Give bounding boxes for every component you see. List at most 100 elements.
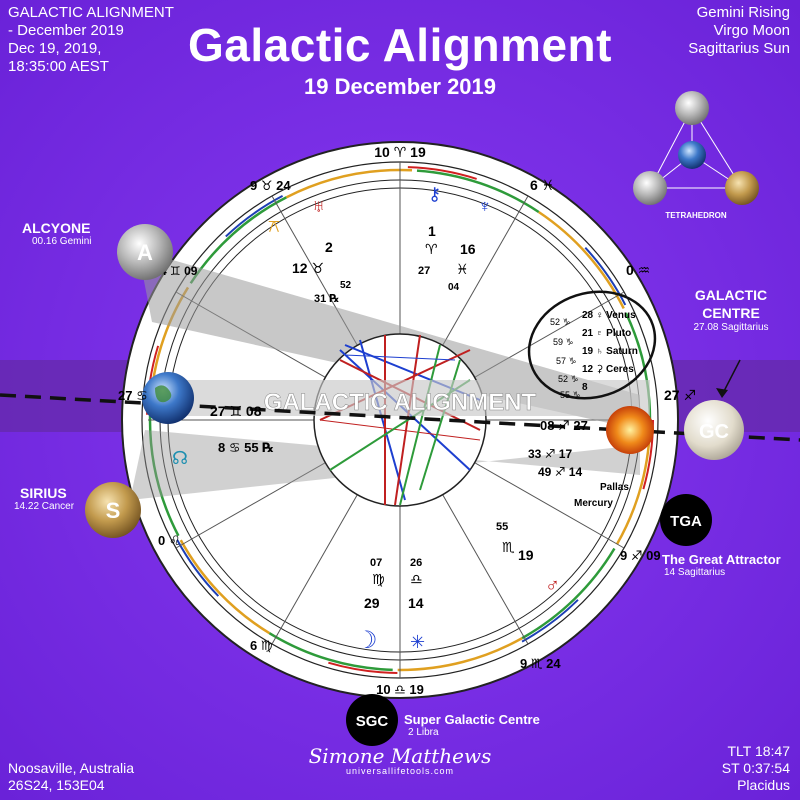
svg-text:33 ♐ 17: 33 ♐ 17 — [528, 447, 572, 461]
pisces-block: 16 ♓ 04 — [448, 241, 476, 293]
stellium-list: 28 ♀ Venus 21 ♇ Pluto 19 ♄ Saturn 12 ⚳ C… — [582, 310, 638, 393]
svg-text:2: 2 — [325, 239, 333, 255]
cusp-7-asc: 27 ♋ — [118, 388, 148, 403]
tetrahedron-label: TETRAHEDRON — [665, 211, 727, 220]
author-signature: Simone Matthews universallifetools.com — [0, 744, 800, 776]
pallas-mercury-block: 33 ♐ 17 49 ♐ 14 Pallas Mercury — [528, 447, 629, 509]
chiron-icon: ⚷ — [428, 184, 441, 204]
sun-degree: 08 ♐ 27 — [540, 418, 588, 433]
super-galactic-label: Super Galactic Centre 2 Libra — [404, 712, 540, 738]
page-subtitle: 19 December 2019 — [303, 74, 497, 99]
svg-text:♓: ♓ — [456, 261, 469, 277]
sun-icon — [606, 406, 654, 454]
great-attractor-badge — [660, 494, 712, 546]
aries-block: 1 ♈ 27 — [418, 223, 438, 277]
alcyone-badge — [117, 224, 173, 280]
svg-text:26: 26 — [410, 557, 422, 569]
location-info: Noosaville, Australia 26S24, 153E04 — [8, 760, 135, 793]
svg-text:♈: ♈ — [425, 241, 438, 257]
cusp-1-desc: 27 ♐ — [664, 387, 696, 403]
svg-text:52 ♑: 52 ♑ — [558, 374, 579, 384]
ascendant-label: 27 ♊ 08 — [210, 403, 262, 419]
sgc-badge-text: SGC — [356, 713, 389, 730]
svg-text:27: 27 — [418, 265, 430, 277]
virgo-block: 07 ♍ 29 — [364, 557, 385, 611]
svg-text:55 ♑: 55 ♑ — [560, 390, 581, 400]
jupiter-icon: ✳ — [410, 632, 425, 652]
svg-text:52 ♑: 52 ♑ — [550, 317, 571, 327]
chart-info-top-left: GALACTIC ALIGNMENT - December 2019 Dec 1… — [8, 4, 174, 75]
rising-sign: Gemini Rising — [696, 4, 790, 21]
svg-text:♎: ♎ — [410, 571, 423, 587]
element-ring-red — [146, 166, 654, 674]
sun-sign: Sagittarius Sun — [688, 40, 790, 57]
great-attractor-label: The Great Attractor 14 Sagittarius — [662, 552, 781, 578]
svg-text:57 ♑: 57 ♑ — [556, 356, 577, 366]
scorpio-block: 55 ♏ 19 — [496, 521, 534, 563]
svg-text:Mercury: Mercury — [574, 498, 613, 509]
tga-badge-text: TGA — [670, 513, 702, 530]
svg-text:16: 16 — [460, 241, 476, 257]
uranus-icon: ♅ — [312, 196, 326, 216]
alcyone-badge-text: A — [137, 240, 153, 265]
svg-text:1: 1 — [428, 223, 436, 239]
author-url: universallifetools.com — [345, 766, 455, 776]
page-title: Galactic Alignment — [188, 19, 612, 71]
svg-text:♏: ♏ — [502, 539, 515, 555]
svg-text:04: 04 — [448, 282, 460, 293]
sagittarius-glyph-icon: ⚻ — [268, 216, 280, 236]
svg-text:12 ⚳ Ceres: 12 ⚳ Ceres — [582, 364, 634, 375]
sirius-badge — [85, 482, 141, 538]
svg-text:19: 19 — [518, 547, 534, 563]
galactic-centre-label: GALACTIC CENTRE 27.08 Sagittarius — [693, 287, 769, 333]
tetrahedron-graphic: TETRAHEDRON — [633, 91, 759, 220]
cusp-11: 6 ♓ — [530, 177, 554, 193]
moon-sign: Virgo Moon — [713, 22, 790, 39]
svg-text:49 ♐ 14: 49 ♐ 14 — [538, 465, 582, 479]
neptune-icon: ♆ — [478, 196, 492, 216]
svg-text:07: 07 — [370, 557, 382, 569]
moon-icon: ☽ — [356, 627, 378, 654]
cusp-3: 9 ♏ 24 — [520, 656, 561, 671]
cusp-8: 4 ♊ 09 — [160, 264, 198, 278]
cusp-6: 0 ♌ — [158, 533, 181, 548]
galactic-centre-badge — [684, 400, 744, 460]
svg-text:59 ♑: 59 ♑ — [553, 337, 574, 347]
stellium-degrees: 52 ♑ 59 ♑ 57 ♑ 52 ♑ 55 ♑ — [550, 317, 581, 400]
aspect-circle — [313, 333, 487, 507]
chart-info-top-right: Gemini Rising Virgo Moon Sagittarius Sun — [688, 4, 790, 58]
svg-text:12 ♉: 12 ♉ — [292, 260, 324, 276]
time-info: TLT 18:47 ST 0:37:54 Placidus — [721, 743, 790, 793]
libra-block: 26 ♎ 14 — [408, 557, 424, 611]
cusp-9: 9 ♉ 24 — [250, 178, 291, 193]
svg-text:♍: ♍ — [372, 571, 385, 587]
super-galactic-badge — [346, 694, 398, 746]
svg-text:31 ℞: 31 ℞ — [314, 293, 339, 305]
alignment-band — [150, 380, 650, 416]
taurus-block: 2 12 ♉ 52 31 ℞ — [292, 239, 352, 305]
cusp-2: 9 ♐ 09 — [620, 548, 661, 563]
svg-text:52: 52 — [340, 280, 352, 291]
cusp-10: 10 ♈ 19 — [374, 144, 426, 160]
cusp-12: 0 ♒ — [626, 262, 650, 278]
gc-badge-text: GC — [699, 421, 729, 443]
svg-text:28 ♀ Venus: 28 ♀ Venus — [582, 310, 636, 321]
svg-text:29: 29 — [364, 595, 380, 611]
gc-pointer-arrow — [721, 359, 741, 396]
stellium-highlight — [527, 290, 657, 400]
sirius-label: SIRIUS 14.22 Cancer — [14, 485, 75, 512]
galactic-equator-line — [0, 393, 800, 442]
svg-text:Pallas: Pallas — [600, 482, 629, 493]
mars-icon: ♂ — [545, 575, 560, 597]
sirius-badge-text: S — [106, 498, 121, 523]
node-label: 8 ♋ 55 ℞ — [218, 440, 274, 455]
svg-text:19 ♄ Saturn: 19 ♄ Saturn — [582, 346, 638, 357]
alcyone-label: ALCYONE 00.16 Gemini — [22, 220, 92, 247]
svg-text:55: 55 — [496, 521, 508, 533]
svg-text:21 ♇ Pluto: 21 ♇ Pluto — [582, 328, 631, 339]
svg-text:8: 8 — [582, 382, 588, 393]
cusp-5: 6 ♍ — [250, 638, 273, 653]
cusp-4: 10 ♎ 19 — [376, 682, 424, 697]
svg-text:14: 14 — [408, 595, 424, 611]
